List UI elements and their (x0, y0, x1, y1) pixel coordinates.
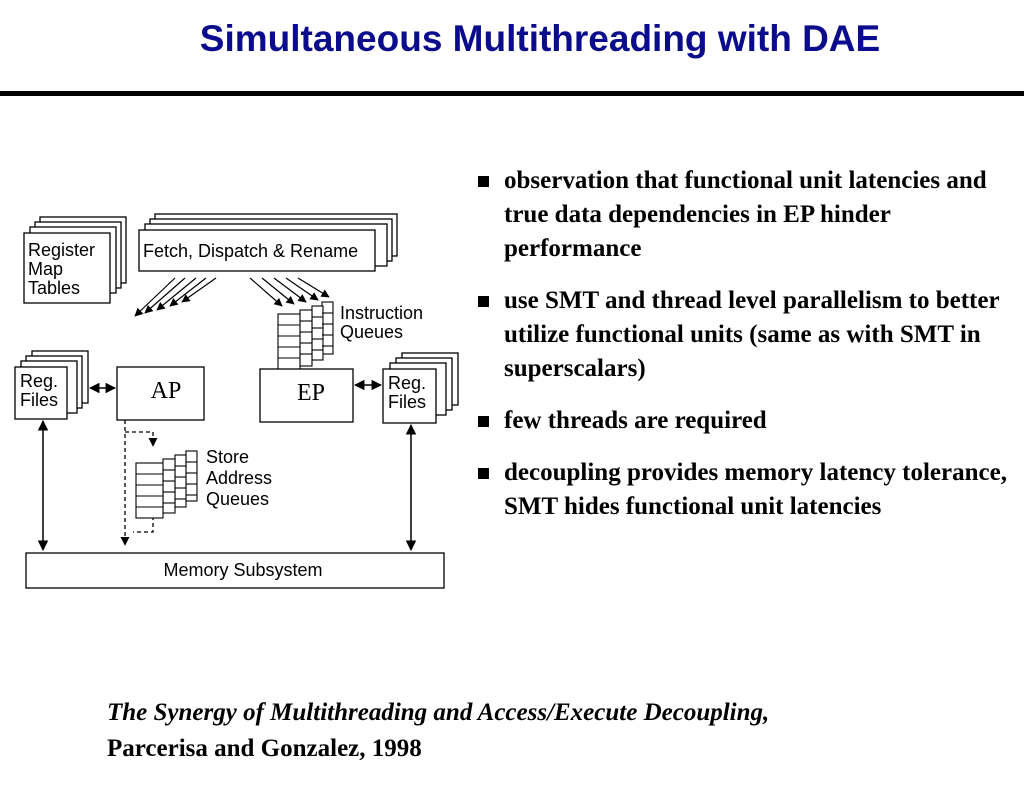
register-map-line-3: Tables (28, 278, 80, 298)
store-address-queues-line-1: Store (206, 447, 249, 467)
dashed-store-path (120, 420, 158, 546)
square-bullet-icon (478, 468, 489, 479)
instruction-queues-line-1: Instruction (340, 303, 423, 323)
bullet-item: decoupling provides memory latency toler… (478, 456, 1018, 524)
ep-label: EP (297, 380, 325, 406)
reg-files-left-line-2: Files (20, 390, 58, 410)
bullet-item: observation that functional unit latenci… (478, 164, 1018, 266)
fetch-label: Fetch, Dispatch & Rename (143, 241, 358, 261)
register-map-tables (23, 216, 127, 304)
square-bullet-icon (478, 176, 489, 187)
store-address-queues-line-2: Address (206, 468, 272, 488)
square-bullet-icon (478, 416, 489, 427)
store-address-queues (135, 450, 198, 519)
instruction-queues-line-2: Queues (340, 322, 403, 342)
citation: The Synergy of Multithreading and Access… (107, 695, 1007, 767)
slide-title: Simultaneous Multithreading with DAE (199, 18, 881, 59)
square-bullet-icon (478, 296, 489, 307)
fetch-dispatch-rename-box (138, 213, 398, 272)
store-address-queues-line-3: Queues (206, 489, 269, 509)
bullet-text: decoupling provides memory latency toler… (504, 459, 1007, 520)
citation-title: The Synergy of Multithreading and Access… (107, 699, 770, 726)
reg-files-right-line-1: Reg. (388, 373, 426, 393)
register-map-line-2: Map (28, 259, 63, 279)
reg-files-right-line-2: Files (388, 392, 426, 412)
ep-box (259, 368, 354, 423)
memory-subsystem-label: Memory Subsystem (163, 560, 322, 580)
bullet-item: few threads are required (478, 404, 1018, 438)
register-map-line-1: Register (28, 240, 95, 260)
bullet-list: observation that functional unit latenci… (478, 164, 1018, 542)
ap-label: AP (151, 378, 182, 404)
reg-files-left (14, 350, 89, 420)
instruction-queues (277, 301, 334, 371)
bullet-text: few threads are required (504, 407, 767, 434)
reg-files-left-line-1: Reg. (20, 371, 58, 391)
bullet-item: use SMT and thread level parallelism to … (478, 284, 1018, 386)
bullet-text: use SMT and thread level parallelism to … (504, 287, 1000, 382)
memory-subsystem-box (25, 552, 445, 589)
title-rule (0, 91, 1024, 96)
citation-authors: Parcerisa and Gonzalez, 1998 (107, 735, 422, 762)
bullet-text: observation that functional unit latenci… (504, 167, 987, 262)
ap-box (116, 366, 205, 421)
reg-files-right (382, 352, 459, 424)
dispatch-arrows-ep (249, 277, 330, 307)
dispatch-arrows-ap (134, 277, 217, 317)
